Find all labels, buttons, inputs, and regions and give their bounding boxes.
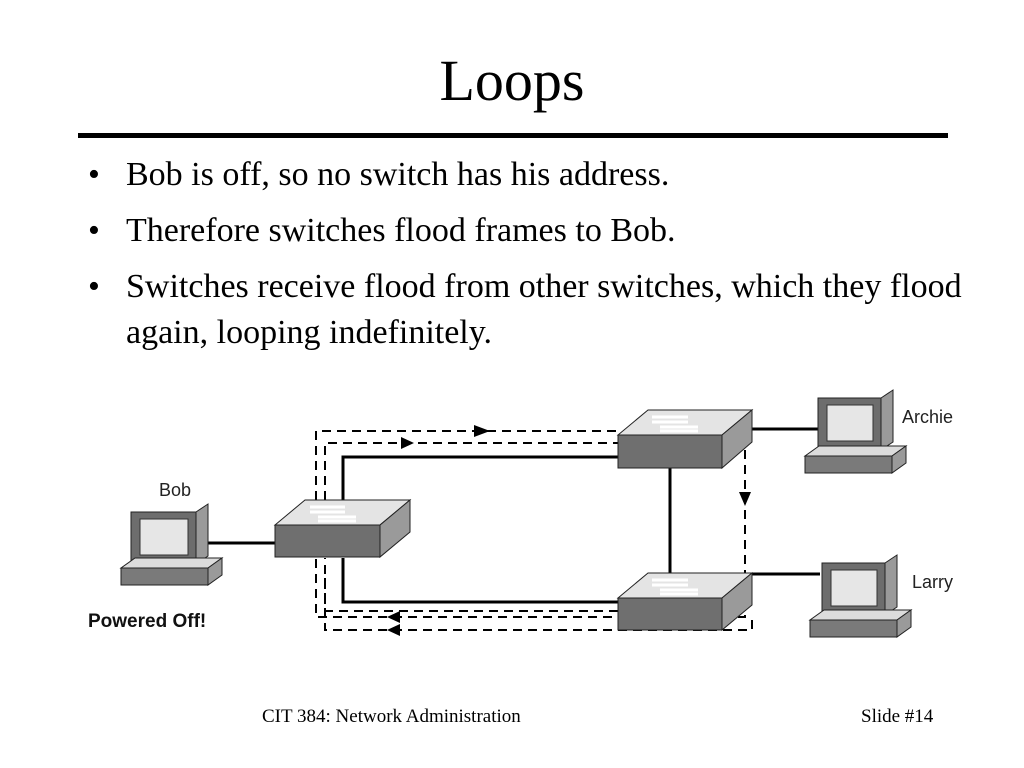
bullet-dot-icon: • [88, 268, 100, 305]
arrow-down-icon [739, 492, 751, 506]
switch-top-right-icon [616, 408, 754, 470]
arrow-right-icon [474, 425, 490, 437]
larry-label: Larry [912, 572, 953, 592]
bullet-item: • Bob is off, so no switch has his addres… [88, 152, 968, 198]
bullet-text: Bob is off, so no switch has his address… [126, 156, 670, 193]
link-switch-bottom [341, 558, 622, 604]
network-loop-diagram: Bob Powered Off! Archie Larry [88, 389, 953, 638]
arrow-right-icon [401, 437, 414, 449]
bob-label: Bob [159, 480, 191, 500]
switch-left-icon [273, 498, 412, 559]
bullet-item: • Therefore switches flood frames to Bob. [88, 208, 968, 254]
flood-path-outer-bottom [315, 450, 746, 618]
flood-path-outer-top [315, 430, 618, 530]
bullet-dot-icon: • [88, 212, 100, 249]
arrow-left-icon [387, 611, 400, 623]
archie-label: Archie [902, 407, 953, 427]
bullet-item: • Switches receive flood from other switc… [88, 264, 968, 356]
footer-slide-number: Slide #14 [861, 706, 934, 727]
bullet-text: Therefore switches flood frames to Bob. [126, 212, 676, 249]
bullet-dot-icon: • [88, 156, 100, 193]
switch-bottom-right-icon [616, 571, 754, 632]
title-divider [78, 133, 948, 138]
arrow-left-icon [387, 624, 400, 636]
bullet-text: Switches receive flood from other switch… [126, 268, 962, 351]
bob-status-label: Powered Off! [88, 611, 206, 632]
larry-computer-icon [808, 554, 913, 638]
footer-course: CIT 384: Network Administration [262, 706, 521, 727]
flood-paths [315, 430, 753, 631]
archie-computer-icon [803, 389, 908, 474]
bob-computer-icon [119, 503, 224, 586]
bullet-list: • Bob is off, so no switch has his addres… [88, 152, 968, 366]
flood-arrows [387, 425, 751, 636]
flood-path-lowest [324, 570, 753, 631]
slide-title: Loops [439, 48, 585, 113]
